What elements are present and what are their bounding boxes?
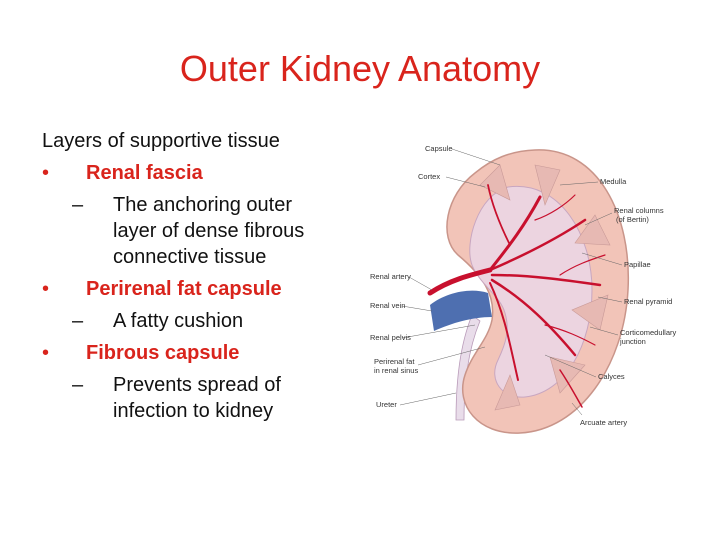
label-renal-vein: Renal vein [370,301,405,310]
arcuate-artery [559,369,583,408]
renal-pyramid [534,164,561,206]
label-medulla: Medulla [600,177,627,186]
label-cortex: Cortex [418,172,440,181]
sub-line: infection to kidney [113,400,274,422]
label-renal-columns: Renal columns [614,206,664,215]
sub-item-fibrous-capsule: – Prevents spread of infection to kidney [42,372,362,424]
artery-branch [559,254,606,276]
artery-branch [489,282,519,381]
sub-line: Prevents spread of [113,374,281,396]
slide-content: Layers of supportive tissue • Renal fasc… [42,128,362,430]
artery-branch [490,273,602,287]
bullet-dot: • [42,162,50,184]
artery-branch [490,278,577,357]
label-ureter: Ureter [376,400,397,409]
bullet-dot: • [42,342,50,364]
artery-branch [488,195,542,272]
label-capsule: Capsule [425,144,453,153]
slide-title: Outer Kidney Anatomy [179,48,541,89]
sub-line: layer of dense fibrous [113,220,305,242]
artery-branch [534,194,576,221]
sub-line: connective tissue [113,246,267,268]
label-corticomedullary: Corticomedullary [620,328,677,337]
label-papillae: Papillae [624,260,651,269]
label-renal-pyramid: Renal pyramid [624,297,672,306]
kidney-diagram: Capsule Cortex Medulla Renal columns (of… [370,144,677,434]
sub-line: A fatty cushion [113,310,244,332]
label-renal-artery: Renal artery [370,272,411,281]
renal-pyramid [494,374,521,411]
bullet-label: Renal fascia [86,162,203,184]
label-perirenal-fat-2: in renal sinus [374,366,418,375]
sub-line: The anchoring outer [113,194,293,216]
label-perirenal-fat: Perirenal fat [374,357,415,366]
artery-branch [544,324,596,346]
renal-artery [427,267,493,296]
renal-pyramid [574,214,611,246]
label-renal-columns-2: (of Bertin) [616,215,649,224]
bullet-renal-fascia: • Renal fascia [42,160,362,186]
bullet-label: Fibrous capsule [86,342,240,364]
renal-pyramid [549,356,586,394]
artery-branch [488,218,587,272]
renal-pyramid [571,294,609,331]
content-heading: Layers of supportive tissue [42,130,280,152]
sub-dash: – [72,194,84,216]
label-arcuate-artery: Arcuate artery [580,418,627,427]
bullet-fibrous-capsule: • Fibrous capsule [42,340,362,366]
label-renal-pelvis: Renal pelvis [370,333,411,342]
sub-item-renal-fascia: – The anchoring outer layer of dense fib… [42,192,362,270]
bullet-perirenal-fat-capsule: • Perirenal fat capsule [42,276,362,302]
sub-item-perirenal-fat: – A fatty cushion [42,308,362,334]
label-corticomedullary-2: junction [619,337,646,346]
ureter [455,314,481,421]
artery-branch [487,184,511,246]
bullet-label: Perirenal fat capsule [86,278,282,300]
renal-pyramid [479,164,511,201]
renal-vein [430,290,492,331]
sub-dash: – [72,374,84,396]
bullet-dot: • [42,278,50,300]
sub-dash: – [72,310,84,332]
label-calyces: Calyces [598,372,625,381]
